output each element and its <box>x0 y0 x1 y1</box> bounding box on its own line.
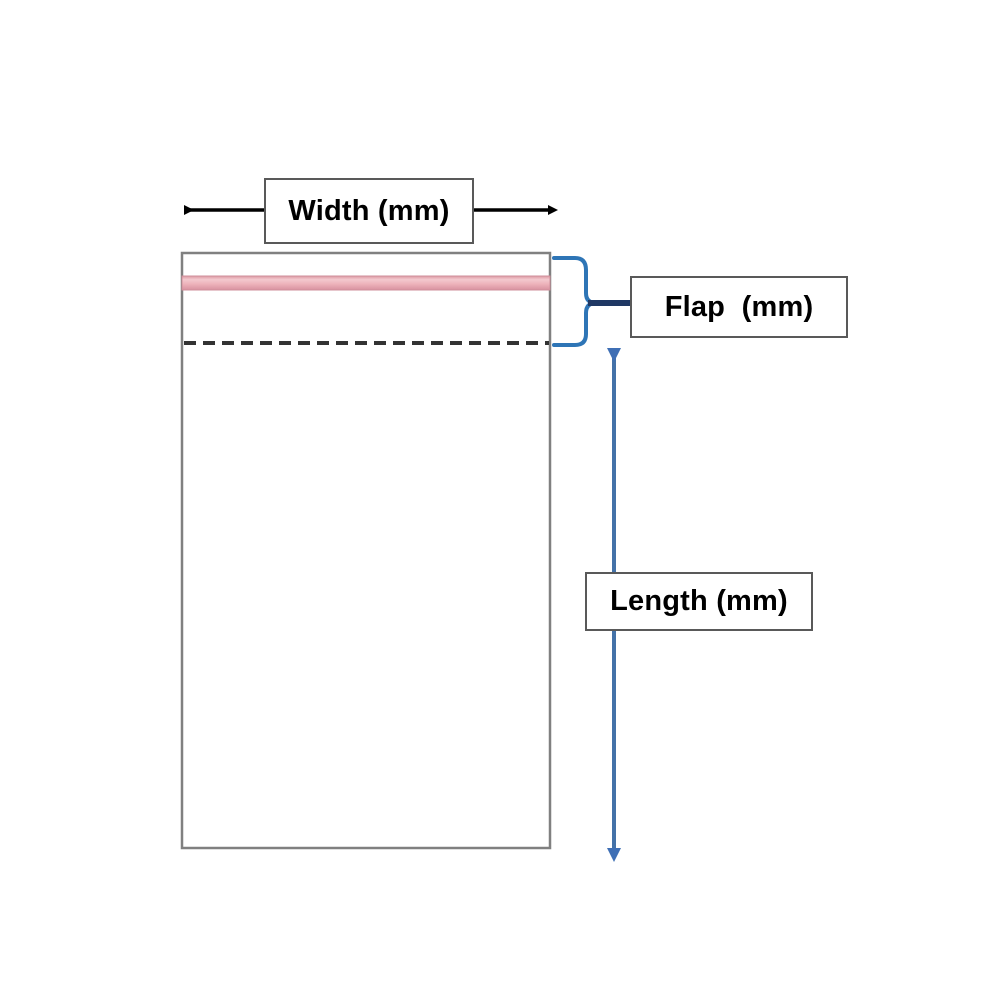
width-label-text: Width (mm) <box>288 194 450 227</box>
adhesive-strip <box>181 275 551 291</box>
bag-outline-group <box>180 251 552 850</box>
bag-body-rect <box>180 251 552 850</box>
flap-brace-upper-half <box>552 256 598 305</box>
flap-label-box: Flap (mm) <box>630 276 848 338</box>
width-label-box: Width (mm) <box>264 178 474 244</box>
adhesive-strip-group <box>181 275 551 291</box>
flap-brace-lower-half <box>552 301 598 347</box>
flap-label-text: Flap (mm) <box>664 290 814 323</box>
length-label-text: Length (mm) <box>610 585 788 617</box>
length-label-box: Length (mm) <box>585 572 813 631</box>
